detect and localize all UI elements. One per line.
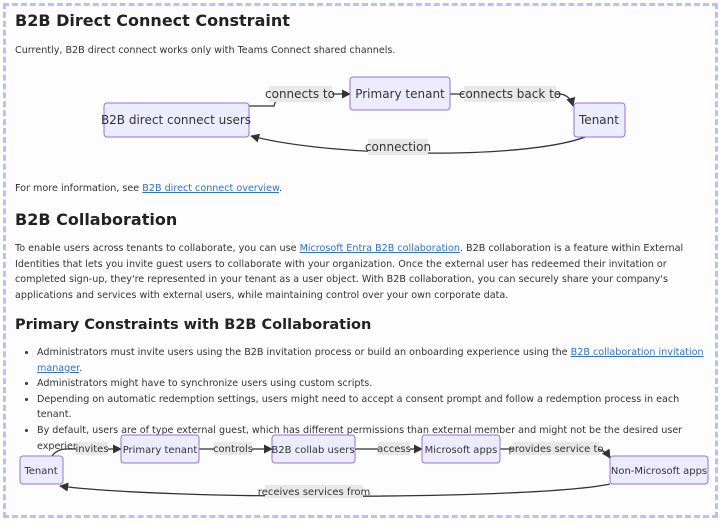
direct-connect-diagram: B2B direct connect users Primary tenant …	[101, 76, 626, 155]
direct-connect-overview-link[interactable]: B2B direct connect overview	[142, 183, 279, 194]
svg-text:connection: connection	[365, 140, 431, 154]
node-b2b-collab-users: B2B collab users	[271, 434, 356, 464]
svg-text:Tenant: Tenant	[23, 466, 57, 477]
svg-text:connects to: connects to	[265, 87, 335, 101]
edge-label-receives-services-from: receives services from	[258, 485, 370, 498]
edge-label-provides-service-to: provides service to	[509, 442, 604, 455]
edge-label-access: access	[377, 442, 411, 455]
direct-connect-intro: Currently, B2B direct connect works only…	[15, 45, 396, 56]
b2b-collaboration-paragraph: To enable users across tenants to collab…	[15, 243, 684, 301]
svg-text:Non-Microsoft apps: Non-Microsoft apps	[611, 466, 707, 477]
node-microsoft-apps: Microsoft apps	[421, 434, 501, 464]
edge-tenant-to-users	[250, 133, 591, 154]
section-heading-direct-connect: B2B Direct Connect Constraint	[15, 11, 290, 30]
section-heading-b2b-collaboration: B2B Collaboration	[15, 210, 178, 229]
svg-text:Primary tenant: Primary tenant	[123, 445, 198, 456]
svg-text:Primary tenant: Primary tenant	[355, 87, 445, 101]
svg-text:invites: invites	[75, 444, 108, 455]
svg-text:B2B direct connect users: B2B direct connect users	[101, 113, 251, 127]
edge-tenant-to-primary	[51, 444, 122, 457]
svg-text:access: access	[377, 444, 411, 455]
svg-text:B2B collab users: B2B collab users	[271, 445, 354, 456]
svg-text:receives services from: receives services from	[258, 487, 370, 498]
node-tenant: Tenant	[573, 102, 626, 138]
list-item: Depending on automatic redemption settin…	[37, 392, 715, 423]
constraints-list: Administrators must invite users using t…	[15, 345, 715, 454]
list-item: Administrators must invite users using t…	[37, 345, 715, 376]
svg-text:controls: controls	[213, 444, 253, 455]
direct-connect-more-info: For more information, see B2B direct con…	[15, 183, 283, 194]
node-b2b-direct-connect-users: B2B direct connect users	[101, 102, 251, 138]
svg-text:Tenant: Tenant	[578, 113, 619, 127]
node-primary-tenant: Primary tenant	[120, 434, 200, 464]
edge-primary-to-tenant	[450, 93, 576, 107]
svg-text:provides service to: provides service to	[509, 444, 604, 455]
svg-text:Microsoft apps: Microsoft apps	[425, 445, 498, 456]
node-tenant: Tenant	[19, 455, 64, 485]
edge-label-controls: controls	[213, 442, 253, 455]
node-non-microsoft-apps: Non-Microsoft apps	[609, 455, 709, 485]
node-primary-tenant: Primary tenant	[349, 76, 451, 111]
edge-label-connects-to: connects to	[265, 86, 335, 102]
svg-text:connects back to: connects back to	[459, 87, 561, 101]
entra-b2b-collaboration-link[interactable]: Microsoft Entra B2B collaboration	[299, 243, 460, 254]
invitation-manager-link[interactable]: B2B collaboration invitation manager	[37, 347, 704, 374]
edge-label-connects-back-to: connects back to	[459, 86, 561, 102]
b2b-collaboration-diagram: Tenant Primary tenant B2B collab users M…	[19, 434, 709, 498]
edge-label-connection: connection	[365, 139, 431, 155]
list-item: Administrators might have to synchronize…	[37, 376, 715, 392]
list-item: By default, users are of type external g…	[37, 423, 715, 454]
section-heading-primary-constraints: Primary Constraints with B2B Collaborati…	[15, 317, 372, 333]
edge-label-invites: invites	[75, 442, 109, 455]
